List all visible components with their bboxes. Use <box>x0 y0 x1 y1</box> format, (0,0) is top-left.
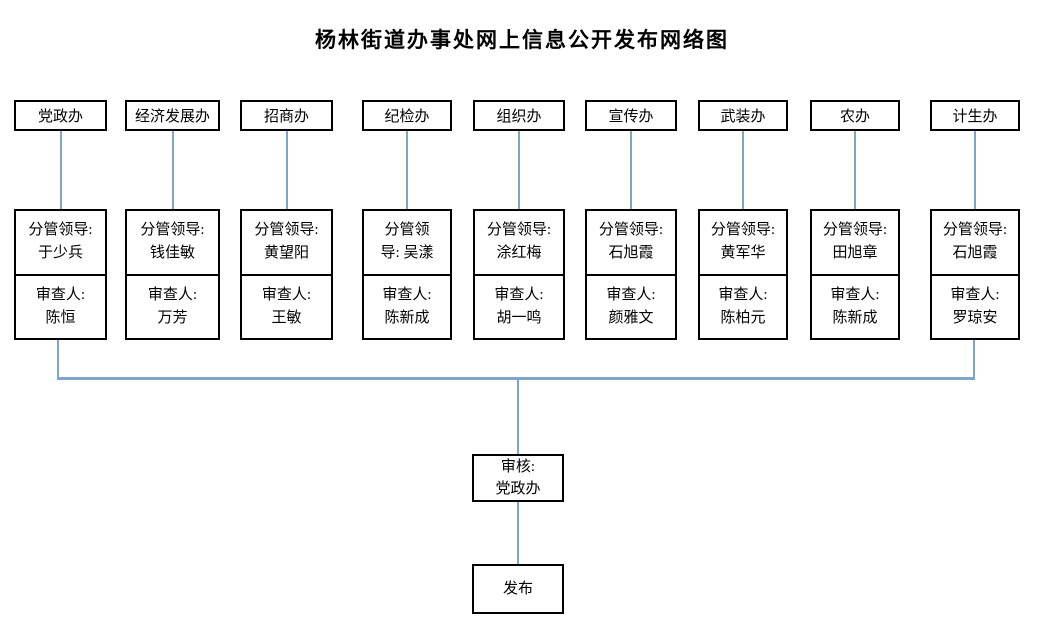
cell-divider <box>932 273 1018 276</box>
connector-dept-to-staff-line <box>172 131 174 209</box>
reviewer-cell: 审查人: 陈柏元 <box>718 286 768 326</box>
leader-cell: 分管领导: 黄望阳 <box>254 222 319 262</box>
cell-divider <box>475 273 563 276</box>
department-label: 武装办 <box>720 109 766 125</box>
staff-box: 分管领 导: 吴漾 审查人: 陈新成 <box>362 209 452 340</box>
connector-dept-to-staff-line <box>286 131 288 209</box>
department-box: 宣传办 <box>585 100 677 131</box>
connector-right-drop-line <box>973 340 975 378</box>
leader-cell: 分管领 导: 吴漾 <box>380 222 434 262</box>
connector-dept-to-staff-line <box>854 131 856 209</box>
staff-box: 分管领导: 于少兵 审查人: 陈恒 <box>14 209 107 340</box>
connector-dept-to-staff-line <box>60 131 62 209</box>
department-box: 经济发展办 <box>125 100 220 131</box>
leader-cell: 分管领导: 于少兵 <box>28 222 93 262</box>
reviewer-cell: 审查人: 陈新成 <box>382 286 432 326</box>
staff-box: 分管领导: 涂红梅 审查人: 胡一鸣 <box>473 209 565 340</box>
department-box: 党政办 <box>14 100 107 131</box>
department-label: 计生办 <box>952 109 998 125</box>
connector-dept-to-staff-line <box>406 131 408 209</box>
department-box: 招商办 <box>240 100 333 131</box>
department-label: 农办 <box>839 109 870 125</box>
department-box: 组织办 <box>473 100 565 131</box>
staff-box: 分管领导: 石旭霞 审查人: 罗琼安 <box>930 209 1020 340</box>
leader-cell: 分管领导: 钱佳敏 <box>140 222 205 262</box>
publish-box: 发布 <box>472 564 564 614</box>
staff-box: 分管领导: 石旭霞 审查人: 颜雅文 <box>585 209 677 340</box>
cell-divider <box>16 273 105 276</box>
connector-review-to-publish-line <box>517 501 519 565</box>
department-box: 计生办 <box>930 100 1020 131</box>
department-label: 纪检办 <box>384 109 430 125</box>
department-label: 组织办 <box>496 109 542 125</box>
reviewer-cell: 审查人: 颜雅文 <box>606 286 656 326</box>
department-box: 武装办 <box>698 100 788 131</box>
leader-cell: 分管领导: 田旭章 <box>822 222 888 262</box>
connector-horizontal-bus-line <box>57 377 975 380</box>
staff-box: 分管领导: 田旭章 审查人: 陈新成 <box>810 209 900 340</box>
connector-dept-to-staff-line <box>518 131 520 209</box>
connector-dept-to-staff-line <box>630 131 632 209</box>
reviewer-cell: 审查人: 陈新成 <box>830 286 880 326</box>
reviewer-cell: 审查人: 陈恒 <box>35 286 86 326</box>
staff-box: 分管领导: 黄望阳 审查人: 王敏 <box>240 209 333 340</box>
cell-divider <box>587 273 675 276</box>
department-label: 招商办 <box>263 109 309 125</box>
cell-divider <box>812 273 898 276</box>
connector-dept-to-staff-line <box>742 131 744 209</box>
cell-divider <box>242 273 331 276</box>
department-box: 纪检办 <box>362 100 452 131</box>
reviewer-cell: 审查人: 王敏 <box>261 286 312 326</box>
department-box: 农办 <box>810 100 900 131</box>
connector-left-drop-line <box>57 340 59 378</box>
leader-cell: 分管领导: 黄军华 <box>710 222 776 262</box>
department-label: 宣传办 <box>608 109 654 125</box>
cell-divider <box>700 273 786 276</box>
reviewer-cell: 审查人: 罗琼安 <box>950 286 1000 326</box>
cell-divider <box>127 273 218 276</box>
reviewer-cell: 审查人: 胡一鸣 <box>494 286 544 326</box>
connector-bus-to-review-line <box>517 379 519 455</box>
reviewer-cell: 审查人: 万芳 <box>147 286 198 326</box>
leader-cell: 分管领导: 涂红梅 <box>486 222 552 262</box>
review-box: 审核: 党政办 <box>472 454 564 502</box>
staff-box: 分管领导: 黄军华 审查人: 陈柏元 <box>698 209 788 340</box>
department-label: 党政办 <box>37 109 83 125</box>
page-title: 杨林街道办事处网上信息公开发布网络图 <box>315 28 729 52</box>
leader-cell: 分管领导: 石旭霞 <box>942 222 1008 262</box>
connector-dept-to-staff-line <box>974 131 976 209</box>
department-label: 经济发展办 <box>134 109 210 125</box>
cell-divider <box>364 273 450 276</box>
leader-cell: 分管领导: 石旭霞 <box>598 222 664 262</box>
staff-box: 分管领导: 钱佳敏 审查人: 万芳 <box>125 209 220 340</box>
